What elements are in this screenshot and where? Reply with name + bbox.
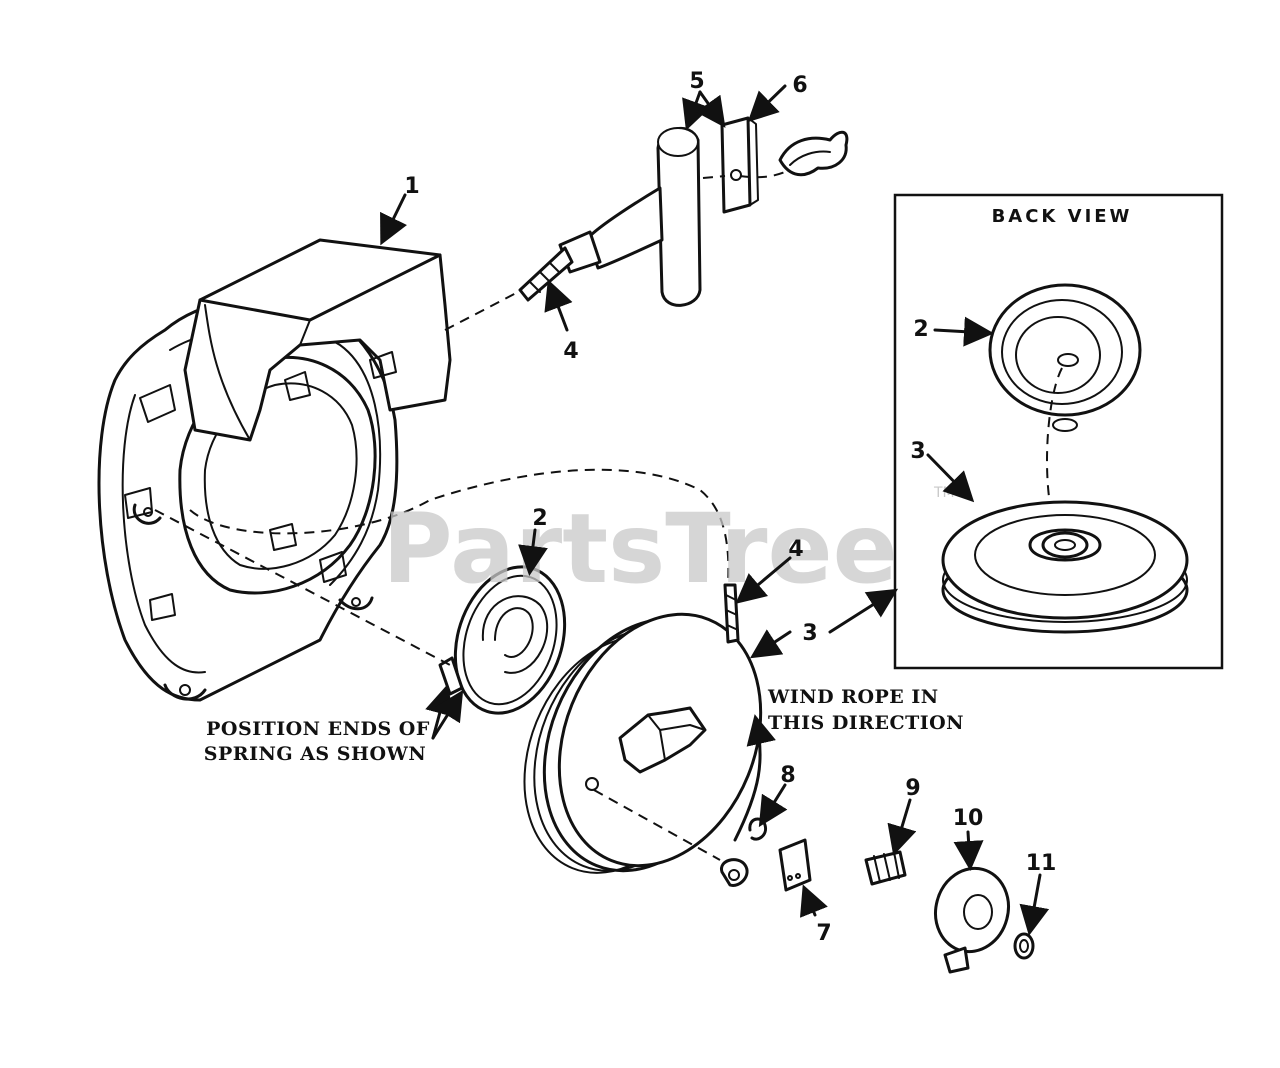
callout-2-spring: 2 <box>532 506 547 531</box>
note-wind-line-1: WIND ROPE IN <box>767 686 939 708</box>
rope-pulley <box>189 468 776 874</box>
note-position-line-2: SPRING AS SHOWN <box>204 743 426 765</box>
back-view-frame <box>893 193 1224 670</box>
callout-leaders <box>380 84 1050 936</box>
callout-2-back-view: 2 <box>913 317 928 342</box>
callout-4-pulley-rope: 4 <box>788 537 803 562</box>
watermark-trademark: TM <box>933 485 955 501</box>
back-view-panel: BACK VIEW <box>893 193 1224 670</box>
callout-7: 7 <box>816 921 831 946</box>
blower-housing <box>97 238 452 702</box>
callout-4-handle-rope: 4 <box>563 339 578 364</box>
watermark: PartsTree <box>382 493 897 605</box>
callout-5: 5 <box>689 69 704 94</box>
callout-8: 8 <box>780 763 795 788</box>
small-parts <box>720 817 1035 974</box>
callout-10: 10 <box>953 806 984 831</box>
callout-9: 9 <box>905 776 920 801</box>
rewind-spring <box>154 509 567 715</box>
callout-3-pulley: 3 <box>802 621 817 646</box>
starter-handle <box>444 116 849 331</box>
callout-3-back-view: 3 <box>910 439 925 464</box>
back-view-title: BACK VIEW <box>992 206 1133 227</box>
callout-1: 1 <box>404 174 419 199</box>
callout-11: 11 <box>1026 851 1057 876</box>
note-wind-line-2: THIS DIRECTION <box>768 712 964 734</box>
callout-6: 6 <box>792 73 807 98</box>
note-position-line-1: POSITION ENDS OF <box>206 718 430 740</box>
